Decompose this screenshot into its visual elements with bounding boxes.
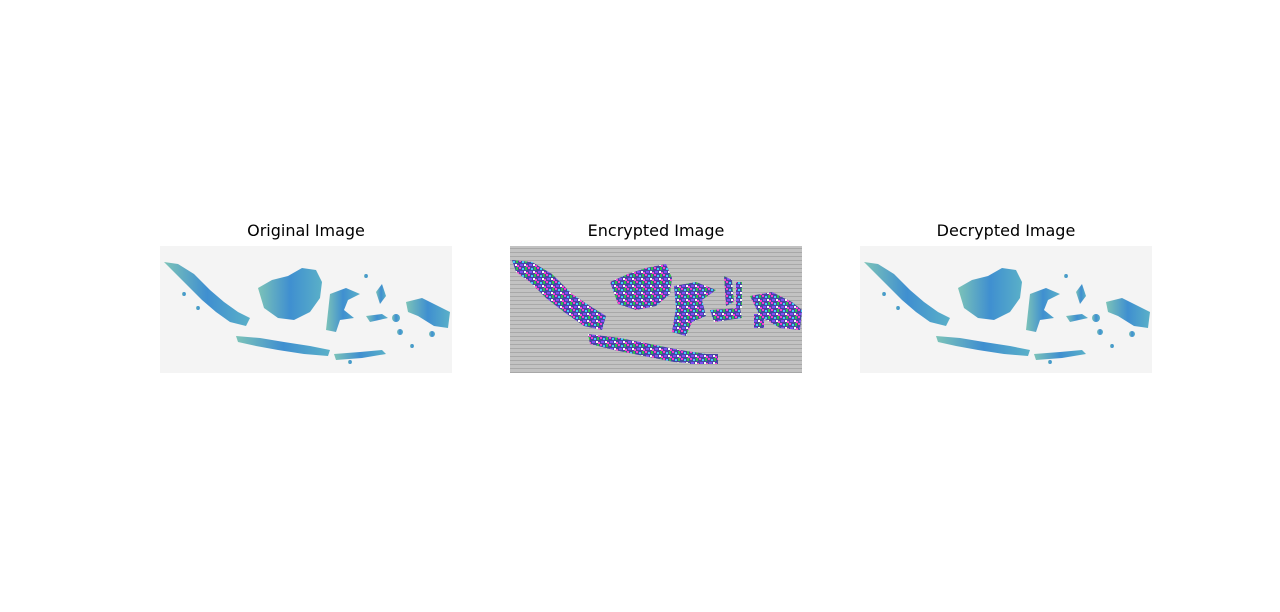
decrypted-image [860, 246, 1152, 373]
encrypted-image [510, 246, 802, 373]
indonesia-map-image [160, 246, 452, 373]
original-image-title: Original Image [247, 221, 365, 240]
original-image-panel: Original Image [160, 219, 452, 373]
encrypted-image-title: Encrypted Image [587, 221, 725, 240]
decrypted-image-title: Decrypted Image [936, 221, 1076, 240]
encrypted-image-panel: Encrypted Image [510, 219, 802, 373]
decrypted-image-panel: Decrypted Image [860, 219, 1152, 373]
original-image [160, 246, 452, 373]
encrypted-noise-image [510, 246, 802, 373]
indonesia-map-image [860, 246, 1152, 373]
